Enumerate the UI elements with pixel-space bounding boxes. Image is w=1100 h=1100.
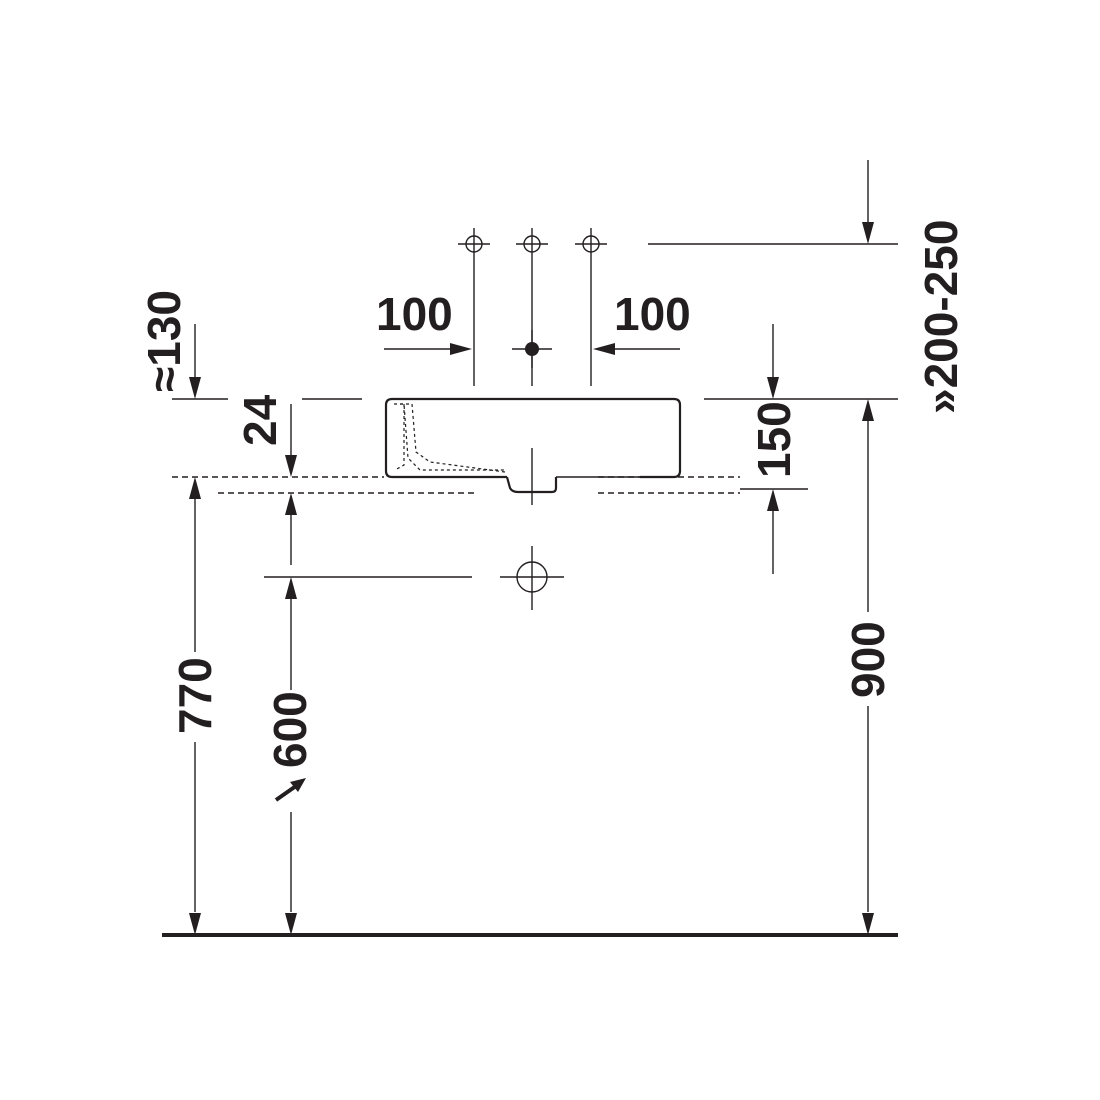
dim-label-basin-height: 150 <box>748 401 800 478</box>
dim-basin-height: 150 <box>748 324 800 574</box>
dim-label-rim-height: 900 <box>842 621 894 698</box>
dim-label-wall-tap-height: »200-250 <box>915 220 967 414</box>
dim-drain-height: 600 <box>264 493 316 935</box>
dim-label-tap-height: ≈130 <box>138 290 190 392</box>
approx-arrow-icon <box>274 778 306 802</box>
dim-tap-spacing-right: 100 <box>593 288 691 355</box>
center-point-icon <box>512 330 552 368</box>
dim-label-rim-thickness: 24 <box>234 394 286 446</box>
dim-rim-height: 900 <box>842 399 894 935</box>
tap-hole-left-icon <box>458 228 490 260</box>
dim-label-tap-spacing-right: 100 <box>614 288 691 340</box>
tap-hole-right-icon <box>575 228 607 260</box>
dim-counter-height: 770 <box>169 477 221 935</box>
dim-rim-thickness: 24 <box>234 394 297 477</box>
dim-tap-spacing-left: 100 <box>376 288 472 355</box>
dim-label-drain-height: 600 <box>264 691 316 768</box>
tap-hole-center-icon <box>516 228 548 260</box>
dim-label-counter-height: 770 <box>169 657 221 734</box>
dim-wall-tap-height: »200-250 <box>862 160 967 414</box>
dim-tap-height: ≈130 <box>138 290 201 399</box>
drain-marker-icon <box>500 546 564 610</box>
dim-label-tap-spacing-left: 100 <box>376 288 453 340</box>
basin-outline <box>384 397 682 494</box>
